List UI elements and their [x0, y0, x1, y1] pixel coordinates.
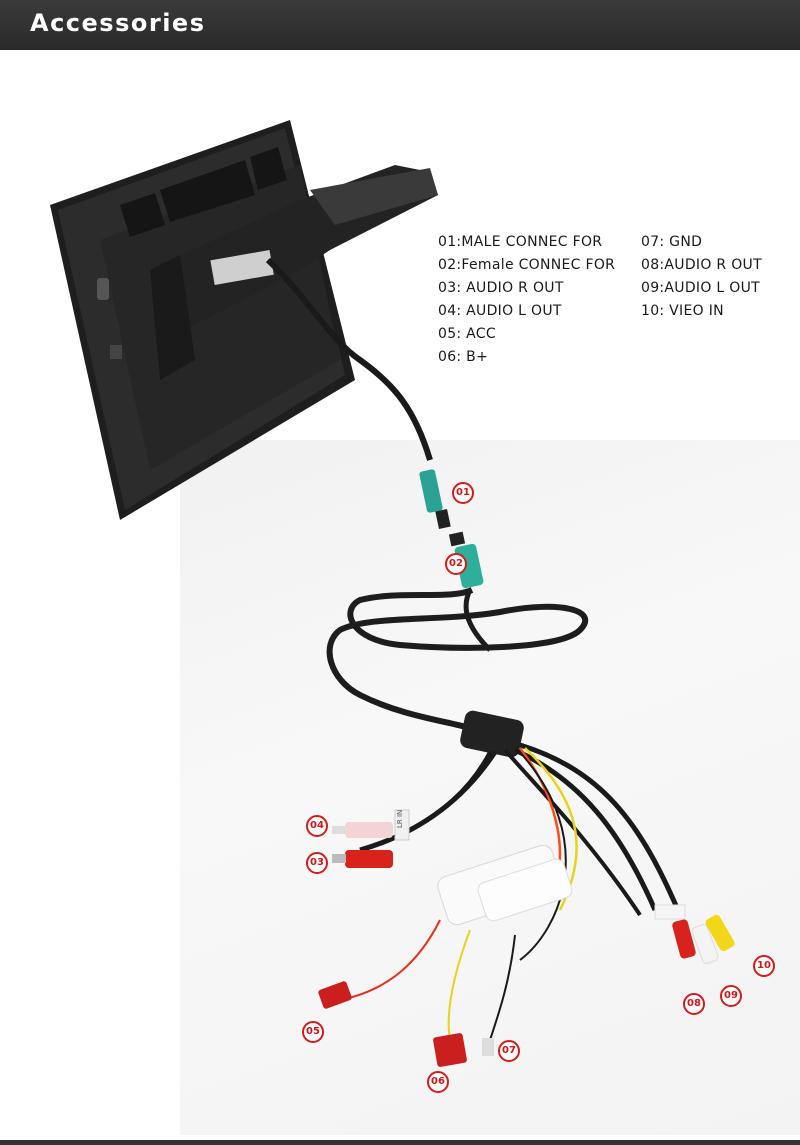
callout-07: 07	[498, 1040, 520, 1062]
callout-02: 02	[445, 553, 467, 575]
rca-left: LR IN	[332, 809, 410, 868]
callout-01: 01	[452, 482, 474, 504]
legend-item: 09:AUDIO L OUT	[641, 280, 761, 296]
legend-item: 05: ACC	[438, 326, 496, 342]
connector-01	[419, 469, 451, 530]
callout-06: 06	[427, 1071, 449, 1093]
rca-right	[654, 904, 735, 964]
legend-item: 10: VIEO IN	[641, 303, 724, 319]
callout-10: 10	[753, 955, 775, 977]
legend-item: 06: B+	[438, 349, 489, 365]
callout-03: 03	[306, 852, 328, 874]
legend-item: 04: AUDIO L OUT	[438, 303, 562, 319]
footer-divider	[0, 1140, 800, 1145]
legend-left: 01:MALE CONNEC FOR 02:Female CONNEC FOR …	[438, 231, 615, 369]
callout-04: 04	[306, 815, 328, 837]
callout-09: 09	[720, 985, 742, 1007]
product-photo-background	[180, 440, 800, 1135]
legend-item: 03: AUDIO R OUT	[438, 280, 564, 296]
legend-item: 08:AUDIO R OUT	[641, 257, 762, 273]
legend-item: 01:MALE CONNEC FOR	[438, 234, 603, 250]
legend-item: 02:Female CONNEC FOR	[438, 257, 616, 273]
cable-tag: LR IN	[396, 810, 404, 828]
legend-item: 07: GND	[641, 234, 703, 250]
page-header: Accessories	[0, 0, 800, 50]
monitor-illustration	[50, 120, 438, 520]
page-title: Accessories	[30, 9, 206, 37]
callout-08: 08	[683, 993, 705, 1015]
legend-right: 07: GND 08:AUDIO R OUT 09:AUDIO L OUT 10…	[641, 231, 762, 323]
callout-05: 05	[302, 1021, 324, 1043]
